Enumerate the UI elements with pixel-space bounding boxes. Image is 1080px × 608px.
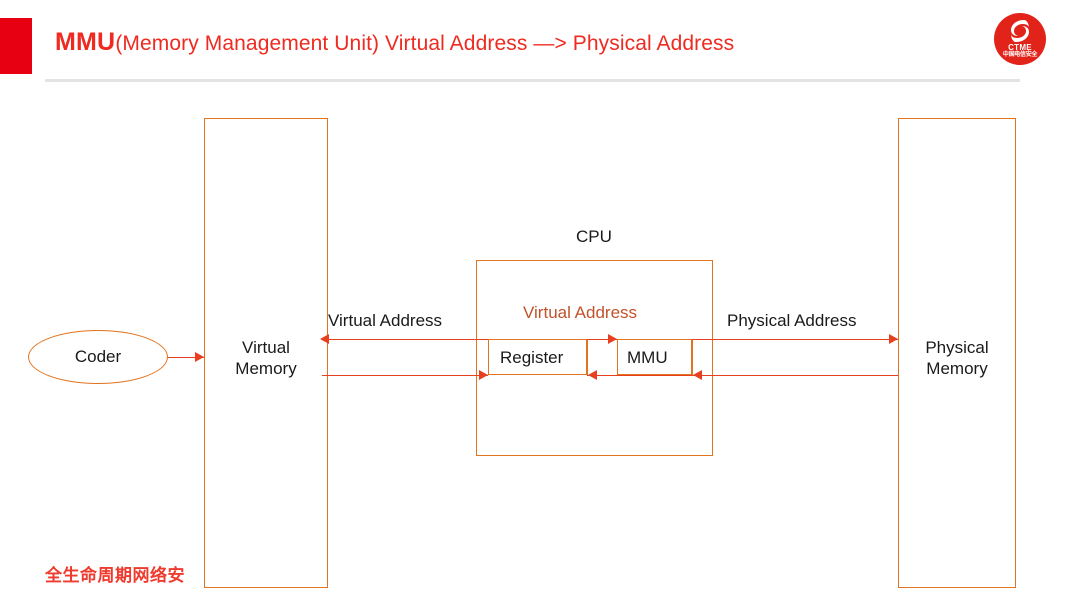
node-physical-memory[interactable] [898, 118, 1016, 588]
arrowhead-mmu-to-register [588, 370, 597, 380]
flame-icon [1011, 20, 1029, 42]
arrowhead-coder-to-virtual-memory [195, 352, 204, 362]
line-virtual-address-to-memory [322, 339, 488, 340]
arrowhead-physical-memory-to-mmu [693, 370, 702, 380]
arrowhead-virtual-memory-to-register [479, 370, 488, 380]
arrowhead-physical-address-to-memory [889, 334, 898, 344]
label-physical-address-right: Physical Address [727, 311, 857, 330]
arrowhead-virtual-address-to-memory [320, 334, 329, 344]
node-physical-memory-label: Physical Memory [925, 338, 989, 378]
line-physical-address-to-memory [692, 339, 898, 340]
arrow-coder-to-virtual-memory [168, 357, 204, 358]
arrowhead-register-to-mmu [608, 334, 617, 344]
node-virtual-memory-label: Virtual Memory [235, 338, 297, 378]
logo-text-en: CTME [1008, 43, 1032, 52]
line-virtual-memory-to-register [322, 375, 488, 376]
node-cpu-label: CPU [576, 227, 612, 246]
node-virtual-memory[interactable] [204, 118, 328, 588]
label-virtual-address-inner: Virtual Address [523, 303, 638, 322]
connector-register-left [488, 339, 489, 375]
line-register-to-mmu [587, 339, 617, 340]
node-coder-label: Coder [74, 347, 122, 366]
page-title-rest: (Memory Management Unit) Virtual Address… [115, 32, 735, 55]
logo-text-cn: 中国电信安全 [1002, 52, 1038, 58]
connector-mmu-left [617, 339, 618, 375]
line-mmu-to-register [587, 375, 692, 376]
header-accent-bar [0, 18, 32, 74]
header-divider [45, 79, 1020, 82]
footer-watermark: 全生命周期网络安 [45, 566, 185, 585]
node-coder[interactable]: Coder [28, 330, 168, 384]
connector-mmu-right [692, 339, 693, 375]
page-title: MMU(Memory Management Unit) Virtual Addr… [55, 30, 734, 55]
company-logo: CTME 中国电信安全 [994, 13, 1046, 65]
node-mmu-label: MMU [627, 348, 668, 367]
page-title-main: MMU [55, 28, 116, 56]
label-virtual-address-left: Virtual Address [328, 311, 443, 330]
node-register-label: Register [500, 348, 564, 367]
connector-register-right [587, 339, 588, 375]
node-cpu[interactable] [476, 260, 713, 456]
line-physical-memory-to-mmu [692, 375, 898, 376]
